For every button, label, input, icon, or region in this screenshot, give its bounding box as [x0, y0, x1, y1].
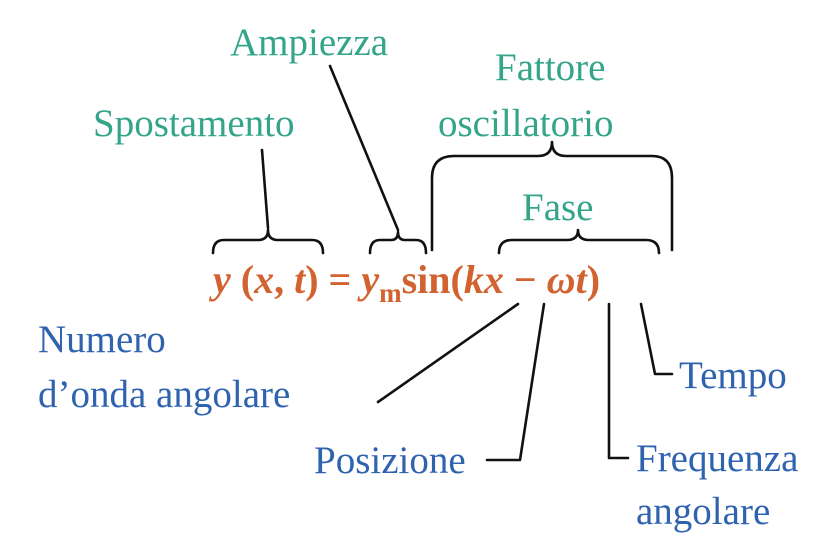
wave-equation: y (x, t) = ymsin(kx − ωt) [209, 257, 600, 308]
eq-open-paren: ( [231, 257, 254, 302]
label-fattore-line2: oscillatorio [438, 102, 613, 145]
eq-ym-subscript: m [379, 278, 402, 308]
brace-fase [497, 228, 661, 255]
label-numero-line1: Numero [38, 318, 166, 361]
label-posizione: Posizione [314, 439, 466, 482]
leader-spostamento [260, 148, 270, 230]
label-spostamento: Spostamento [93, 102, 295, 145]
brace-fattore-oscillatorio [430, 140, 674, 252]
label-ampiezza: Ampiezza [230, 21, 388, 64]
eq-close-paren: ) [587, 257, 600, 302]
eq-t: t [294, 257, 307, 302]
eq-y: y [209, 257, 231, 302]
label-frequenza-line1: Frequenza [636, 437, 798, 480]
eq-sin: sin( [402, 257, 464, 302]
leader-posizione [485, 302, 546, 462]
label-tempo: Tempo [679, 354, 787, 397]
leader-frequenza [607, 302, 630, 460]
eq-minus: − [504, 257, 547, 302]
leader-numero-onda [376, 302, 520, 404]
eq-ym: y [357, 257, 379, 302]
eq-omega-t: ωt [547, 257, 589, 302]
leader-ampiezza [328, 64, 400, 232]
label-frequenza-line2: angolare [636, 490, 770, 533]
eq-x: x [253, 257, 274, 302]
label-numero-line2: d’onda angolare [38, 373, 290, 416]
label-fase: Fase [522, 186, 594, 229]
brace-ampiezza [368, 230, 428, 255]
eq-comma: , [274, 257, 294, 302]
eq-kx: kx [464, 257, 504, 302]
brace-spostamento [211, 228, 325, 255]
leader-tempo [639, 302, 674, 376]
eq-close-paren-equals: ) = [305, 257, 361, 302]
label-fattore-line1: Fattore [495, 46, 605, 89]
